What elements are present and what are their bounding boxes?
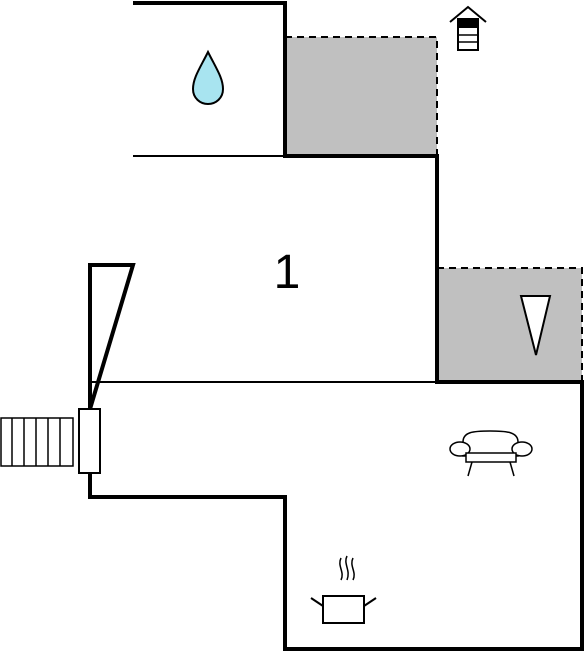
sofa-icon: [449, 430, 533, 477]
terrace-top: [285, 36, 438, 156]
house-arrow-icon: [449, 5, 487, 51]
triangle-marker-icon: [519, 295, 552, 356]
entrance-steps-icon: [0, 408, 101, 474]
water-drop-icon: [191, 49, 225, 106]
room-number-label: 1: [274, 246, 301, 299]
terrace-right: [437, 267, 583, 382]
outer-wall: [88, 1, 584, 651]
cooking-pot-icon: [310, 555, 377, 624]
